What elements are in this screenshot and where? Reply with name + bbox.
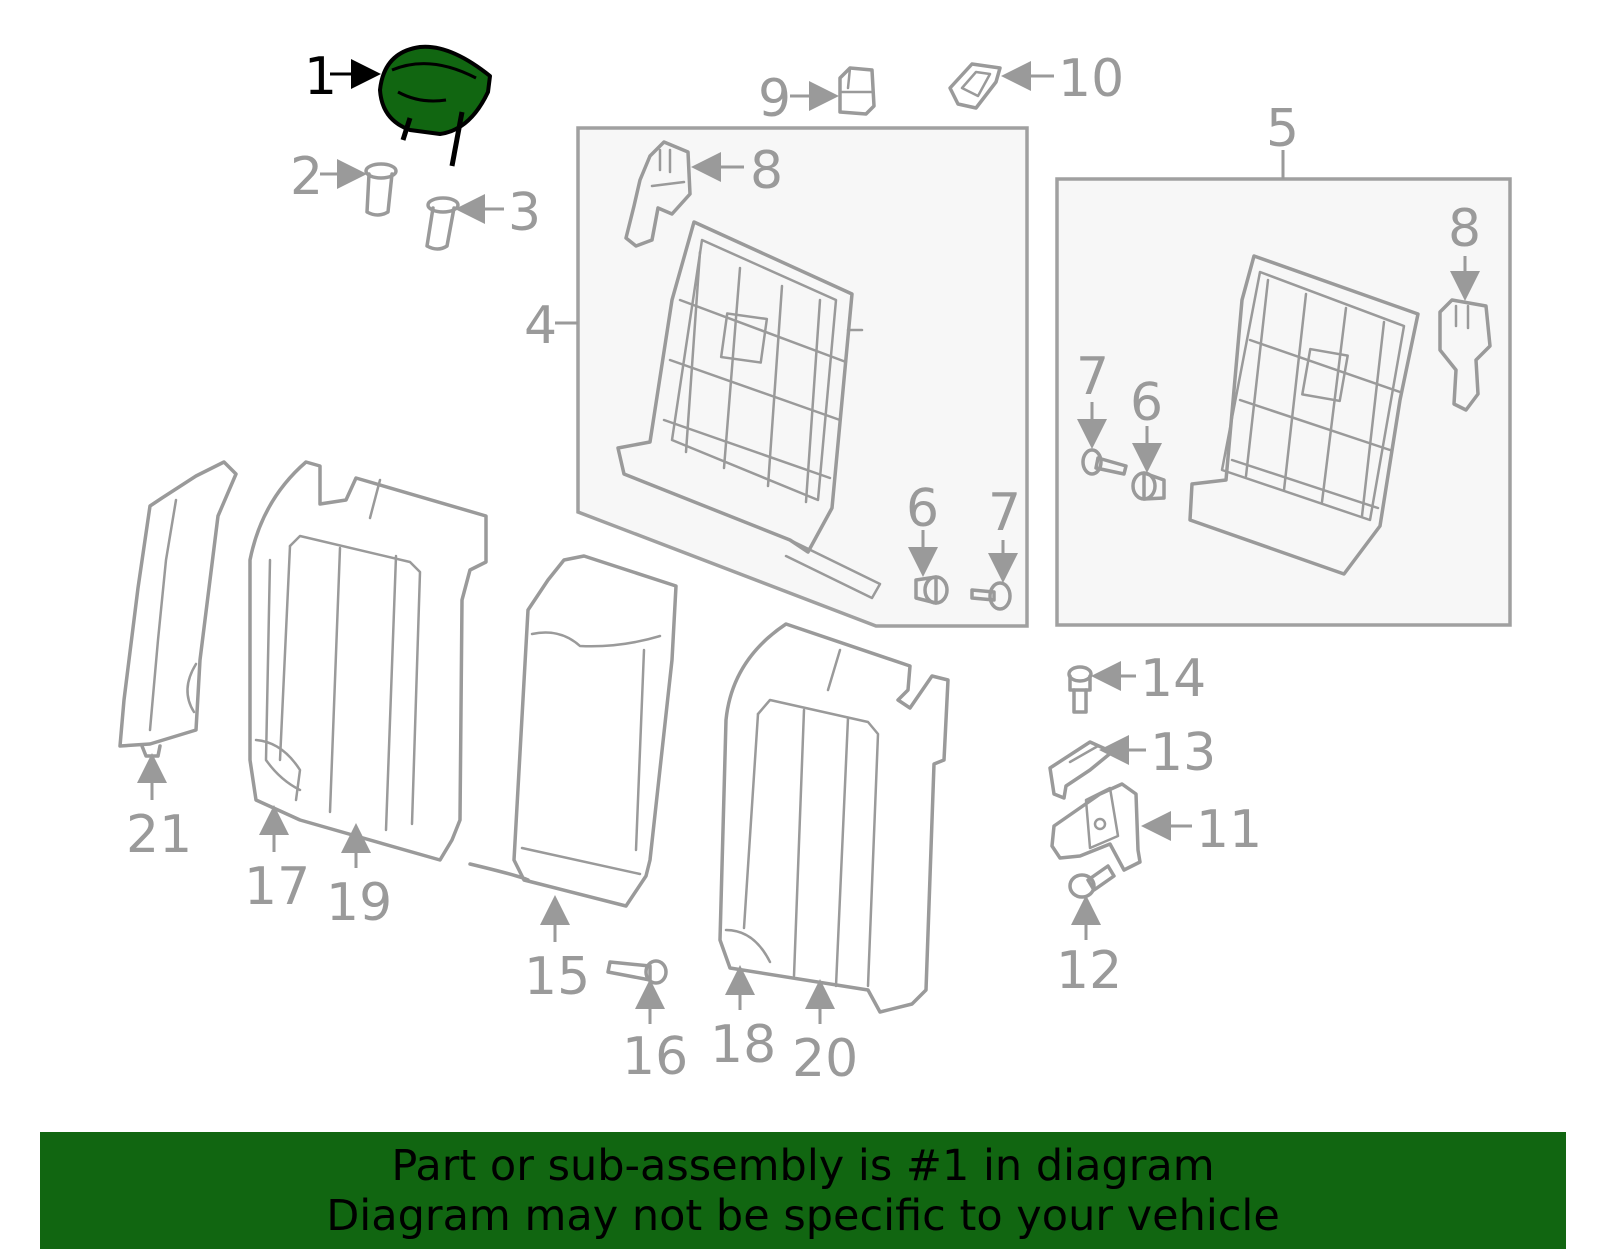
callout-2[interactable]: 2 <box>290 147 323 207</box>
guide-sleeve-part-2 <box>364 162 398 217</box>
callout-20[interactable]: 20 <box>792 1029 858 1089</box>
pin-part-16 <box>606 959 668 985</box>
callout-13[interactable]: 13 <box>1150 723 1216 783</box>
callout-5[interactable]: 5 <box>1266 99 1299 159</box>
callout-14[interactable]: 14 <box>1140 649 1206 709</box>
bushing-part-6-right <box>1131 471 1166 501</box>
seat-frame-part-4 <box>616 220 882 600</box>
bolt-part-7-left <box>970 581 1012 611</box>
callout-15[interactable]: 15 <box>524 947 590 1007</box>
callout-11[interactable]: 11 <box>1196 800 1262 860</box>
callout-3[interactable]: 3 <box>508 183 541 243</box>
callout-4[interactable]: 4 <box>524 296 557 356</box>
callout-21[interactable]: 21 <box>126 805 192 865</box>
callout-10[interactable]: 10 <box>1058 49 1124 109</box>
bezel-part-10 <box>948 62 1002 110</box>
bolt-part-12 <box>1068 864 1116 899</box>
callout-19[interactable]: 19 <box>326 873 392 933</box>
callout-8-left[interactable]: 8 <box>750 141 783 201</box>
latch-part-8-right <box>1438 298 1492 412</box>
headrest-part-1[interactable] <box>378 44 492 167</box>
group-box-4 <box>576 126 1029 628</box>
callout-8-right[interactable]: 8 <box>1448 199 1481 259</box>
bolt-part-7-right <box>1081 448 1128 476</box>
banner-line-2: Diagram may not be specific to your vehi… <box>326 1190 1280 1241</box>
banner-line-1: Part or sub-assembly is #1 in diagram <box>391 1140 1215 1191</box>
bushing-part-6-left <box>914 575 949 605</box>
callout-12[interactable]: 12 <box>1056 941 1122 1001</box>
clip-part-9 <box>838 66 876 116</box>
callout-7-left[interactable]: 7 <box>988 483 1021 543</box>
side-bolster-part-21 <box>118 460 238 758</box>
callout-6-left[interactable]: 6 <box>906 479 939 539</box>
seat-frame-part-5 <box>1188 254 1420 576</box>
bolt-part-14 <box>1067 665 1093 714</box>
hinge-part-11 <box>1050 782 1142 872</box>
callout-17[interactable]: 17 <box>244 857 310 917</box>
info-banner: Part or sub-assembly is #1 in diagram Di… <box>40 1132 1566 1249</box>
seatback-cover-right-part-18-20 <box>718 622 950 1014</box>
seatback-cover-left-part-17-19 <box>248 460 488 862</box>
group-box-5 <box>1055 177 1512 627</box>
callout-16[interactable]: 16 <box>622 1027 688 1087</box>
guide-sleeve-part-3 <box>425 196 460 251</box>
callout-6-right[interactable]: 6 <box>1130 373 1163 433</box>
callout-9[interactable]: 9 <box>758 69 791 129</box>
callout-7-right[interactable]: 7 <box>1076 347 1109 407</box>
latch-part-8-left <box>624 140 692 248</box>
armrest-part-15 <box>468 554 678 908</box>
callout-1[interactable]: 1 <box>304 47 337 107</box>
bracket-part-13 <box>1048 740 1114 800</box>
callout-18[interactable]: 18 <box>710 1015 776 1075</box>
parts-diagram: 1 2 3 4 5 6 6 7 7 8 8 9 10 11 12 13 14 1… <box>118 44 1512 1089</box>
